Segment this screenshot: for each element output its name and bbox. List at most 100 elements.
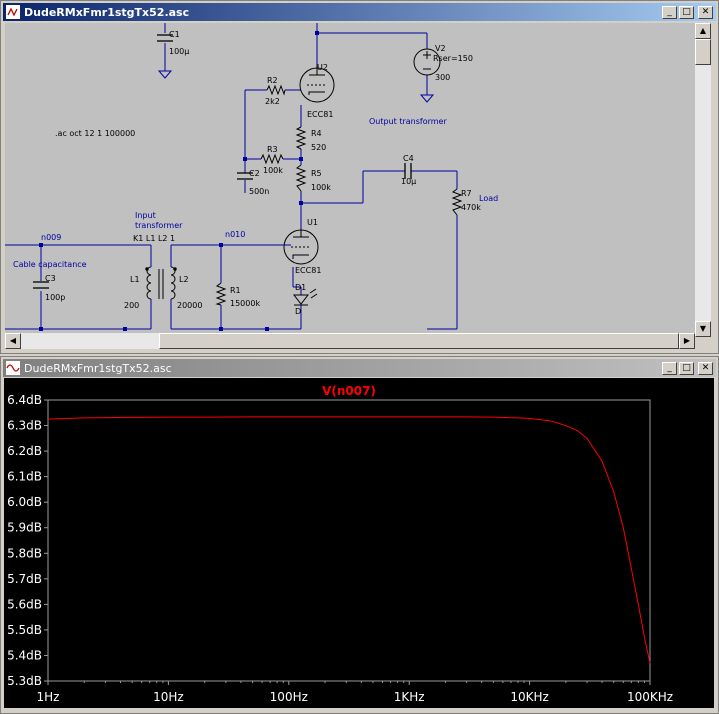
r5-value: 100k (311, 183, 331, 192)
input-transformer-label-2: transformer (135, 221, 183, 230)
schematic-titlebar[interactable]: DudeRMxFmr1stgTx52.asc (3, 3, 716, 21)
minimize-button[interactable]: _ (662, 6, 677, 19)
r2-value: 2k2 (265, 97, 280, 106)
cable-capacitance-label: Cable capacitance (13, 260, 87, 269)
output-transformer-label: Output transformer (369, 117, 447, 126)
d1-value: D (295, 307, 301, 316)
r4-name: R4 (311, 129, 322, 138)
component-labels: C1 100µ U2 ECC81 R2 2k2 R4 520 R3 100k C… (45, 30, 481, 316)
maximize-button[interactable]: □ (679, 362, 694, 375)
wires (5, 23, 458, 330)
transformer-l1-l2 (145, 266, 177, 300)
maximize-button[interactable]: □ (679, 6, 694, 19)
close-button[interactable]: ✕ (698, 362, 713, 375)
x-tick-label: 10KHz (510, 690, 548, 704)
capacitor-c3 (33, 281, 49, 289)
waveform-plot-svg: 6.4dB6.3dB6.2dB6.1dB6.0dB5.9dB5.8dB5.7dB… (7, 384, 673, 704)
r1-value: 15000k (230, 299, 260, 308)
u1-name: U1 (307, 218, 318, 227)
c3-name: C3 (45, 274, 56, 283)
c4-value: 10µ (401, 177, 416, 186)
schematic-horizontal-scrollbar[interactable]: ◀ ▶ (5, 333, 695, 349)
c2-value: 500n (249, 187, 269, 196)
v2-rser: Rser=150 (433, 54, 473, 63)
y-tick-label: 5.9dB (7, 521, 42, 535)
waveform-window-title: DudeRMxFmr1stgTx52.asc (24, 361, 172, 375)
capacitor-c1 (157, 34, 173, 42)
y-tick-label: 5.5dB (7, 623, 42, 637)
resistor-r1 (215, 282, 227, 306)
schematic-window-title: DudeRMxFmr1stgTx52.asc (24, 5, 190, 19)
net-labels: Output transformer Input transformer Cab… (13, 117, 498, 269)
diode-d1 (292, 288, 318, 306)
resistor-r5 (295, 164, 307, 192)
x-tick-label: 100KHz (627, 690, 673, 704)
y-tick-label: 5.3dB (7, 674, 42, 688)
y-tick-label: 6.3dB (7, 419, 42, 433)
scroll-right-button[interactable]: ▶ (679, 333, 695, 349)
resistor-r4 (295, 126, 307, 150)
net-n010: n010 (225, 230, 245, 239)
v2-name: V2 (435, 44, 446, 53)
plot-frame (47, 399, 651, 682)
wire-junctions (39, 31, 319, 331)
r4-value: 520 (311, 143, 326, 152)
r3-name: R3 (267, 145, 278, 154)
x-tick-label: 10Hz (153, 690, 184, 704)
y-tick-label: 6.0dB (7, 495, 42, 509)
capacitor-c4 (404, 163, 412, 179)
d1-name: D1 (295, 283, 306, 292)
scroll-left-button[interactable]: ◀ (5, 333, 21, 349)
r1-name: R1 (230, 286, 241, 295)
v2-value: 300 (435, 73, 450, 82)
y-tick-label: 5.7dB (7, 572, 42, 586)
vertical-scroll-thumb[interactable] (695, 39, 711, 65)
resistor-r3 (260, 153, 284, 165)
y-tick-label: 6.2dB (7, 444, 42, 458)
c3-value: 100p (45, 293, 65, 302)
c4-name: C4 (403, 154, 414, 163)
r5-name: R5 (311, 169, 322, 178)
l1-value: 200 (124, 301, 139, 310)
c2-name: C2 (249, 169, 260, 178)
x-tick-label: 100Hz (270, 690, 308, 704)
horizontal-scroll-thumb[interactable] (159, 333, 679, 349)
resistor-r2 (266, 84, 286, 96)
schematic-vertical-scrollbar[interactable]: ▲ ▼ (695, 23, 711, 337)
c1-name: C1 (169, 30, 180, 39)
capacitor-c2 (237, 172, 253, 180)
schematic-window: DudeRMxFmr1stgTx52.asc _ □ ✕ (0, 0, 719, 354)
voltage-source-v2 (413, 48, 441, 76)
scroll-up-button[interactable]: ▲ (695, 23, 711, 39)
scroll-down-button[interactable]: ▼ (695, 321, 711, 337)
waveform-titlebar[interactable]: DudeRMxFmr1stgTx52.asc (3, 359, 716, 377)
r7-name: R7 (461, 189, 472, 198)
u2-value: ECC81 (307, 110, 333, 119)
schematic-canvas[interactable]: C1 100µ U2 ECC81 R2 2k2 R4 520 R3 100k C… (5, 23, 695, 333)
coupling-directive: K1 L1 L2 1 (133, 234, 175, 243)
r7-value: 470k (461, 203, 481, 212)
triode-u2 (299, 65, 335, 103)
ground-c1 (157, 70, 173, 79)
waveform-window-controls: _ □ ✕ (662, 362, 713, 375)
schematic-window-controls: _ □ ✕ (662, 6, 713, 19)
r2-name: R2 (267, 76, 278, 85)
y-tick-label: 5.4dB (7, 648, 42, 662)
trace-line-vn007 (47, 416, 651, 664)
schematic-app-icon (6, 5, 20, 19)
l1-name: L1 (130, 275, 140, 284)
spice-directive: .ac oct 12 1 100000 (55, 129, 135, 138)
u1-value: ECC81 (295, 266, 321, 275)
ground-v2 (419, 94, 435, 103)
waveform-app-icon (6, 361, 20, 375)
x-tick-label: 1KHz (394, 690, 425, 704)
minimize-button[interactable]: _ (662, 362, 677, 375)
input-transformer-label-1: Input (135, 211, 156, 220)
c1-value: 100µ (169, 47, 189, 56)
y-tick-label: 5.6dB (7, 597, 42, 611)
trace-title: V(n007) (322, 384, 376, 398)
y-tick-label: 6.1dB (7, 470, 42, 484)
close-button[interactable]: ✕ (698, 6, 713, 19)
net-n009: n009 (41, 233, 61, 242)
